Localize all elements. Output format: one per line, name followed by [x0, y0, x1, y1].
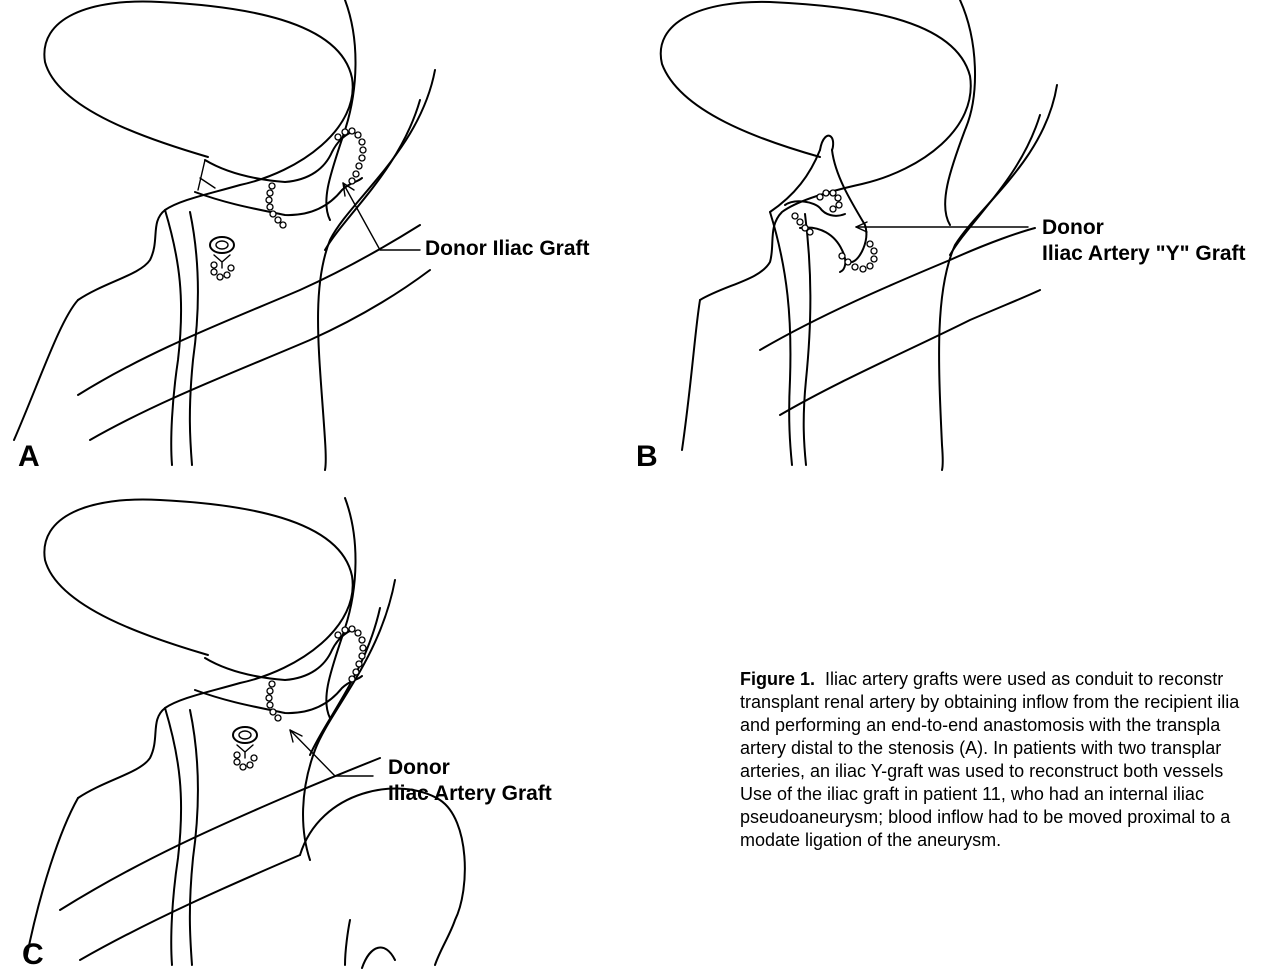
callout-c-line-1: Donor [388, 756, 450, 779]
panel-c-illustration: Donor Iliac Artery Graft C [0, 490, 600, 972]
kidney-outline [44, 2, 352, 301]
callout-b-line-1: Donor [1042, 216, 1104, 239]
anastomosis-ring-y-left [792, 213, 813, 235]
right-vessel-inner [325, 100, 420, 250]
anastomosis-ring-distal [335, 626, 366, 682]
caption-line-8: modate ligation of the aneurysm. [740, 829, 1271, 852]
external-iliac-lower [90, 270, 430, 440]
body-contour-left [26, 798, 78, 960]
panel-letter-a: A [18, 440, 40, 474]
ligation-clip [233, 727, 257, 770]
external-iliac-lower [780, 290, 1040, 415]
callout-line-a [343, 183, 420, 250]
callout-label-a: Donor Iliac Graft [425, 236, 590, 262]
panel-b-illustration: Donor Iliac Artery "Y" Graft B [620, 0, 1271, 480]
caption-line-1: Figure 1. Iliac artery grafts were used … [740, 668, 1271, 691]
callout-label-c: Donor Iliac Artery Graft [388, 755, 552, 807]
iliac-vessel-left [165, 210, 181, 465]
callout-label-b: Donor Iliac Artery "Y" Graft [1042, 215, 1246, 267]
caption-label: Figure 1. [740, 669, 815, 689]
caption-line-7: pseudoaneurysm; blood inflow had to be m… [740, 806, 1271, 829]
y-graft-upper-tip [820, 136, 833, 150]
figure-caption: Figure 1. Iliac artery grafts were used … [740, 668, 1271, 852]
callout-line-c [290, 730, 373, 776]
donor-iliac-graft-bottom [195, 178, 362, 215]
callout-c-line-2: Iliac Artery Graft [388, 782, 552, 805]
external-iliac-upper [60, 758, 380, 910]
anastomosis-ring-proximal [266, 681, 281, 721]
body-contour-left [14, 300, 78, 440]
panel-letter-b: B [636, 440, 658, 474]
caption-line-3: and performing an end-to-end anastomosis… [740, 714, 1271, 737]
abdominal-wall-curve [326, 0, 355, 220]
caption-line-1-text: Iliac artery grafts were used as conduit… [825, 669, 1223, 689]
panel-letter-c: C [22, 938, 44, 972]
kidney-outline [661, 2, 971, 300]
caption-line-4: artery distal to the stenosis (A). In pa… [740, 737, 1271, 760]
callout-b-line-2: Iliac Artery "Y" Graft [1042, 242, 1246, 265]
lower-vessel-right [345, 920, 395, 968]
body-contour-left [682, 300, 700, 450]
anastomosis-ring-proximal [266, 183, 286, 228]
anastomosis-ring-distal [335, 128, 366, 184]
external-iliac-upper [760, 228, 1035, 350]
iliac-vessel-right [190, 212, 198, 465]
callout-a-line-1: Donor Iliac Graft [425, 237, 590, 260]
aneurysm-lobe [300, 789, 465, 965]
panel-a-illustration: Donor Iliac Graft A [0, 0, 660, 480]
caption-line-5: arteries, an iliac Y-graft was used to r… [740, 760, 1271, 783]
iliac-vessel-right [804, 214, 811, 465]
right-vessel-outer [303, 580, 395, 860]
caption-line-2: transplant renal artery by obtaining inf… [740, 691, 1271, 714]
ligation-clip [210, 237, 234, 280]
abdominal-wall-curve [945, 0, 975, 225]
panel-c-drawing [0, 490, 600, 972]
kidney-outline [44, 500, 352, 799]
iliac-vessel-left [165, 708, 181, 965]
caption-line-6: Use of the iliac graft in patient 11, wh… [740, 783, 1271, 806]
right-vessel-outer [939, 85, 1057, 470]
